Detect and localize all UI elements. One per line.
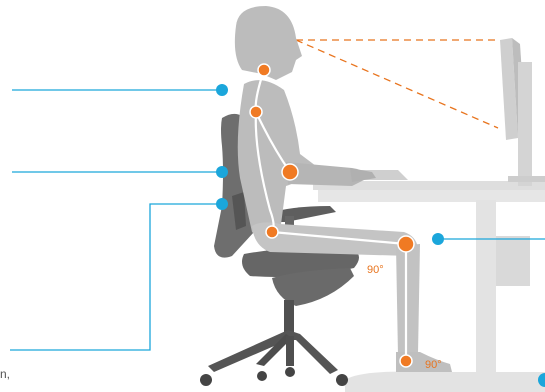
shoulder-joint xyxy=(250,106,262,118)
neck-joint xyxy=(258,64,270,76)
callout-dot-head xyxy=(216,84,228,96)
sightline xyxy=(296,40,500,128)
knee-joint xyxy=(398,236,414,252)
knee-angle-label: 90° xyxy=(367,264,384,276)
hip-joint xyxy=(266,226,278,238)
monitor xyxy=(500,38,545,186)
chair-gas-lift xyxy=(284,300,294,332)
desk-crossbar xyxy=(318,190,545,202)
callout-dot-knee xyxy=(432,233,444,245)
chair-caster xyxy=(257,371,267,381)
ankle-angle-label: 90° xyxy=(425,359,442,371)
callout-line-lumbar xyxy=(10,204,216,350)
ankle-joint xyxy=(400,355,412,367)
person-lower-leg xyxy=(396,244,420,356)
chair-caster xyxy=(200,374,212,386)
chair-stem xyxy=(286,336,294,366)
desk-foot xyxy=(345,372,545,392)
monitor-base xyxy=(508,176,545,182)
chair-caster xyxy=(336,374,348,386)
callout-text-fragment: n, xyxy=(0,367,10,381)
desk-leg-motor xyxy=(496,236,530,286)
desk-leg xyxy=(476,200,496,378)
callout-dot-lumbar xyxy=(216,198,228,210)
elbow-joint xyxy=(282,164,298,180)
monitor-stand xyxy=(518,62,532,186)
chair-caster xyxy=(285,367,295,377)
callout-dot-back xyxy=(216,166,228,178)
sightline-lower xyxy=(296,40,498,128)
